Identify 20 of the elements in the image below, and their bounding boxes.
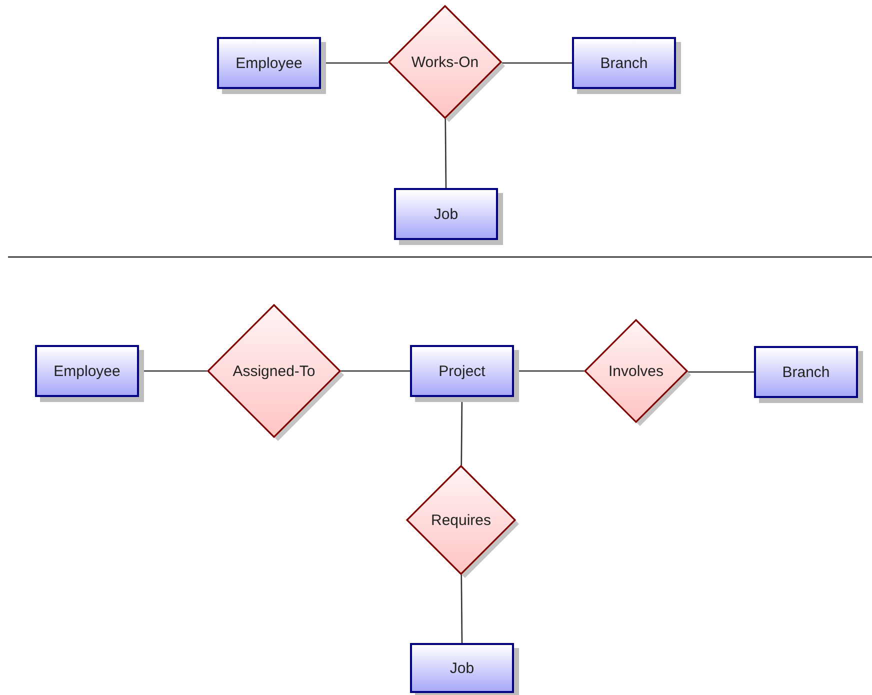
- node-label: Job: [434, 206, 458, 222]
- connector-line: [460, 574, 463, 643]
- relationship-diamond: [207, 304, 341, 438]
- connector-line: [341, 370, 410, 372]
- node-label: Involves: [608, 362, 664, 380]
- node-label: Employee: [54, 362, 120, 380]
- connector-line: [688, 371, 754, 373]
- node-label: Requires: [430, 512, 492, 528]
- node-label: Branch: [600, 54, 648, 72]
- node-label: Branch: [782, 364, 830, 380]
- node-label: Employee: [236, 54, 302, 72]
- connector-line: [502, 62, 572, 64]
- relationship-diamond: [388, 5, 502, 119]
- connector-line: [444, 118, 447, 188]
- relationship-diamond: [584, 319, 688, 423]
- node-label: Project: [438, 362, 486, 380]
- relationship-diamond: [406, 465, 516, 575]
- node-label: Job: [450, 660, 474, 676]
- node-label: Assigned-To: [232, 362, 316, 380]
- node-label: Works-On: [411, 54, 479, 70]
